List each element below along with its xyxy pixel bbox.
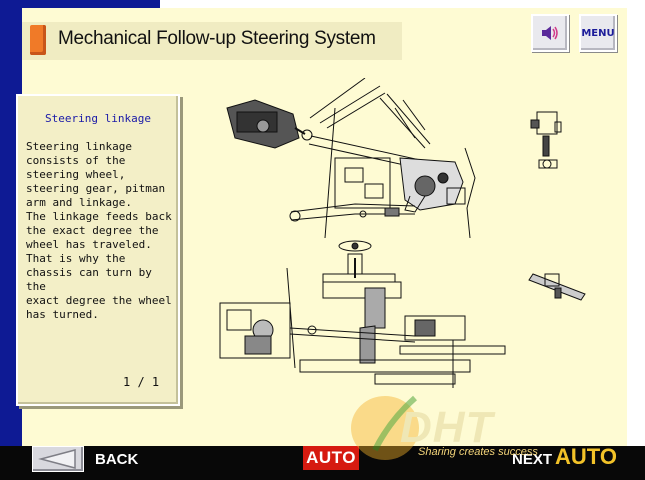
next-button[interactable]: NEXT xyxy=(512,451,553,468)
steering-linkage-diagram xyxy=(219,78,586,388)
sound-button[interactable] xyxy=(531,14,569,52)
menu-label: MENU xyxy=(581,27,615,39)
menu-button[interactable]: MENU xyxy=(579,14,617,52)
back-arrow-button[interactable] xyxy=(32,446,84,472)
watermark-tagline: Sharing creates success xyxy=(418,446,538,458)
speaker-icon xyxy=(542,26,558,40)
page-indicator: 1 / 1 xyxy=(123,375,160,389)
watermark-logo-text: DHT xyxy=(400,403,494,452)
back-arrow-icon xyxy=(38,449,76,469)
info-heading: Steering linkage xyxy=(45,112,151,125)
watermark-logo-icon xyxy=(351,395,419,460)
back-button[interactable]: BACK xyxy=(95,451,139,468)
auto-button[interactable]: AUTO xyxy=(303,446,359,470)
watermark-brand: AUTO xyxy=(555,444,617,469)
page-title: Mechanical Follow-up Steering System xyxy=(58,28,376,49)
info-body: Steering linkage consists of the steerin… xyxy=(26,140,172,321)
title-bar xyxy=(22,22,402,60)
title-accent-icon xyxy=(30,25,46,55)
auto-label: AUTO xyxy=(306,448,356,467)
info-box: Steering linkage Steering linkage consis… xyxy=(16,94,180,406)
